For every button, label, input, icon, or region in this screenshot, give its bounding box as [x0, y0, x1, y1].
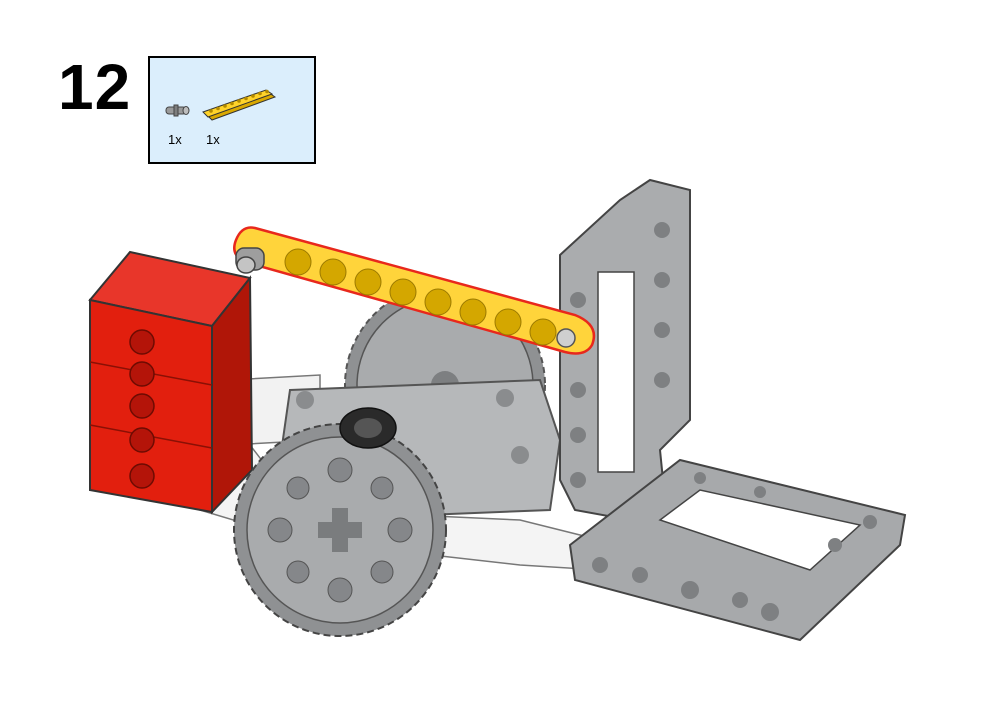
yellow-beam — [233, 226, 596, 355]
step-number: 12 — [58, 51, 132, 123]
pin-quantity: 1x — [168, 132, 182, 147]
upright-frame — [559, 178, 691, 522]
beam-quantity: 1x — [206, 132, 220, 147]
pin-icon — [165, 104, 190, 117]
gray-pin — [235, 247, 265, 274]
parts-icons — [165, 89, 277, 121]
parts-callout: 1x 1x — [148, 56, 316, 164]
front-gear — [233, 423, 447, 637]
small-black-gear — [339, 407, 397, 449]
yellow-beam-icon — [202, 89, 277, 121]
bottom-frame — [568, 458, 907, 642]
red-box — [88, 250, 254, 515]
